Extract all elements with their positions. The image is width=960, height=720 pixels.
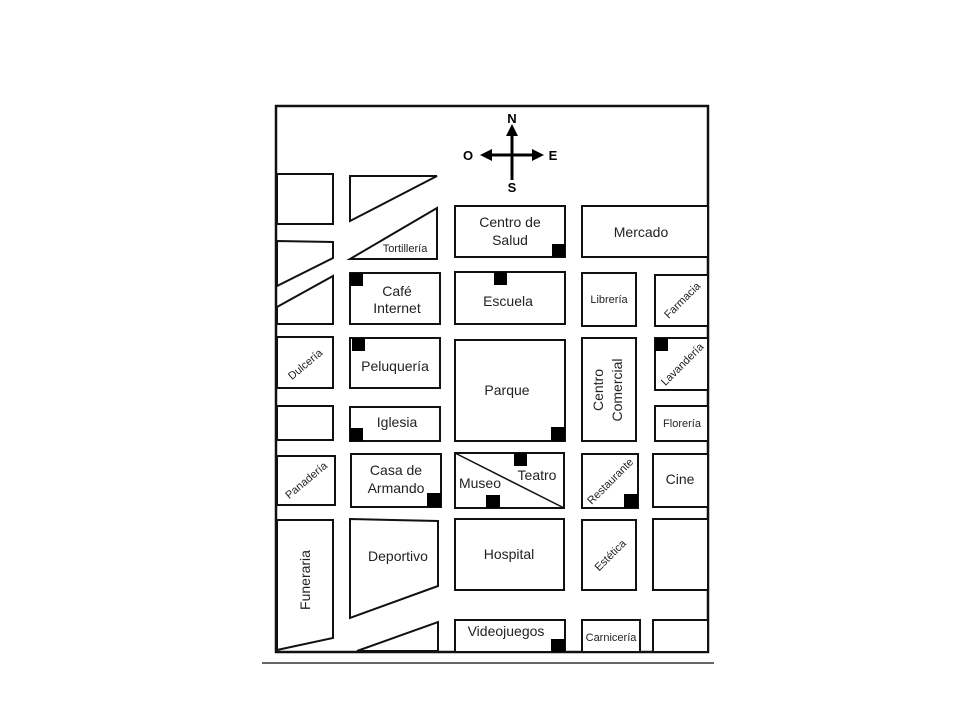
block-parque xyxy=(454,339,566,442)
entrance-marker xyxy=(624,494,638,508)
compass-east: E xyxy=(549,148,558,163)
block-cine xyxy=(652,453,709,508)
block-blank xyxy=(276,405,334,441)
label-escuela: Escuela xyxy=(483,293,533,309)
label-mercado: Mercado xyxy=(614,224,669,240)
label-libreria: Librería xyxy=(590,294,628,306)
block-tortilleria xyxy=(346,206,438,260)
entrance-marker xyxy=(494,272,507,285)
label-teatro: Teatro xyxy=(518,467,557,483)
label-hospital: Hospital xyxy=(484,546,535,562)
label-cafe-internet-2: Internet xyxy=(373,300,421,316)
compass-west: O xyxy=(463,148,473,163)
label-centro-de-salud-2: Salud xyxy=(492,232,528,248)
block-farmacia xyxy=(654,274,709,327)
label-floreria: Florería xyxy=(663,418,702,430)
label-cine: Cine xyxy=(666,471,695,487)
label-iglesia: Iglesia xyxy=(377,414,418,430)
label-casa-de-armando-2: Armando xyxy=(368,480,425,496)
block-centro-comercial xyxy=(581,337,637,442)
block-lavanderia xyxy=(654,337,709,391)
block-funeraria xyxy=(276,519,334,652)
block-blank xyxy=(276,239,334,288)
block-deportivo xyxy=(349,517,439,620)
compass-south: S xyxy=(508,180,517,195)
label-parque: Parque xyxy=(484,382,529,398)
label-videojuegos: Videojuegos xyxy=(468,623,545,639)
entrance-marker xyxy=(551,427,565,441)
label-funeraria: Funeraria xyxy=(297,550,313,610)
label-casa-de-armando-1: Casa de xyxy=(370,462,422,478)
block-centro-de-salud xyxy=(454,205,566,258)
block-divider xyxy=(454,452,565,509)
block-panaderia xyxy=(276,455,336,506)
block-mercado xyxy=(581,205,709,258)
label-centro-comercial-2: Comercial xyxy=(609,358,625,421)
entrance-marker xyxy=(552,244,565,257)
block-blank xyxy=(276,173,334,225)
compass-rose: N S O E xyxy=(463,111,558,195)
block-blank xyxy=(652,518,709,591)
label-cafe-internet-1: Café xyxy=(382,283,412,299)
entrance-marker xyxy=(350,273,363,286)
label-tortilleria: Tortillería xyxy=(383,243,429,255)
entrance-marker xyxy=(352,338,365,351)
block-blank xyxy=(356,620,439,652)
block-cafe-internet xyxy=(349,272,441,325)
label-peluqueria: Peluquería xyxy=(361,358,429,374)
block-carniceria xyxy=(581,619,641,653)
label-museo: Museo xyxy=(459,475,501,491)
block-estetica xyxy=(581,519,637,591)
block-dulceria xyxy=(276,336,334,389)
block-libreria xyxy=(581,272,637,327)
entrance-marker xyxy=(514,453,527,466)
block-videojuegos xyxy=(454,619,566,653)
block-casa-de-armando xyxy=(350,453,442,508)
entrance-marker xyxy=(655,338,668,351)
label-centro-comercial-1: Centro xyxy=(590,369,606,411)
entrance-marker xyxy=(427,493,441,507)
compass-north: N xyxy=(507,111,516,126)
block-blank xyxy=(652,619,709,653)
entrance-marker xyxy=(350,428,363,441)
entrance-marker xyxy=(551,639,565,652)
block-hospital xyxy=(454,518,565,591)
label-carniceria: Carnicería xyxy=(586,632,638,644)
label-centro-de-salud-1: Centro de xyxy=(479,214,541,230)
block-triangle xyxy=(349,175,438,223)
label-deportivo: Deportivo xyxy=(368,548,428,564)
block-blank xyxy=(276,274,334,325)
block-floreria xyxy=(654,405,709,442)
block-iglesia xyxy=(349,406,441,442)
block-escuela xyxy=(454,271,566,325)
entrance-marker xyxy=(486,495,500,508)
